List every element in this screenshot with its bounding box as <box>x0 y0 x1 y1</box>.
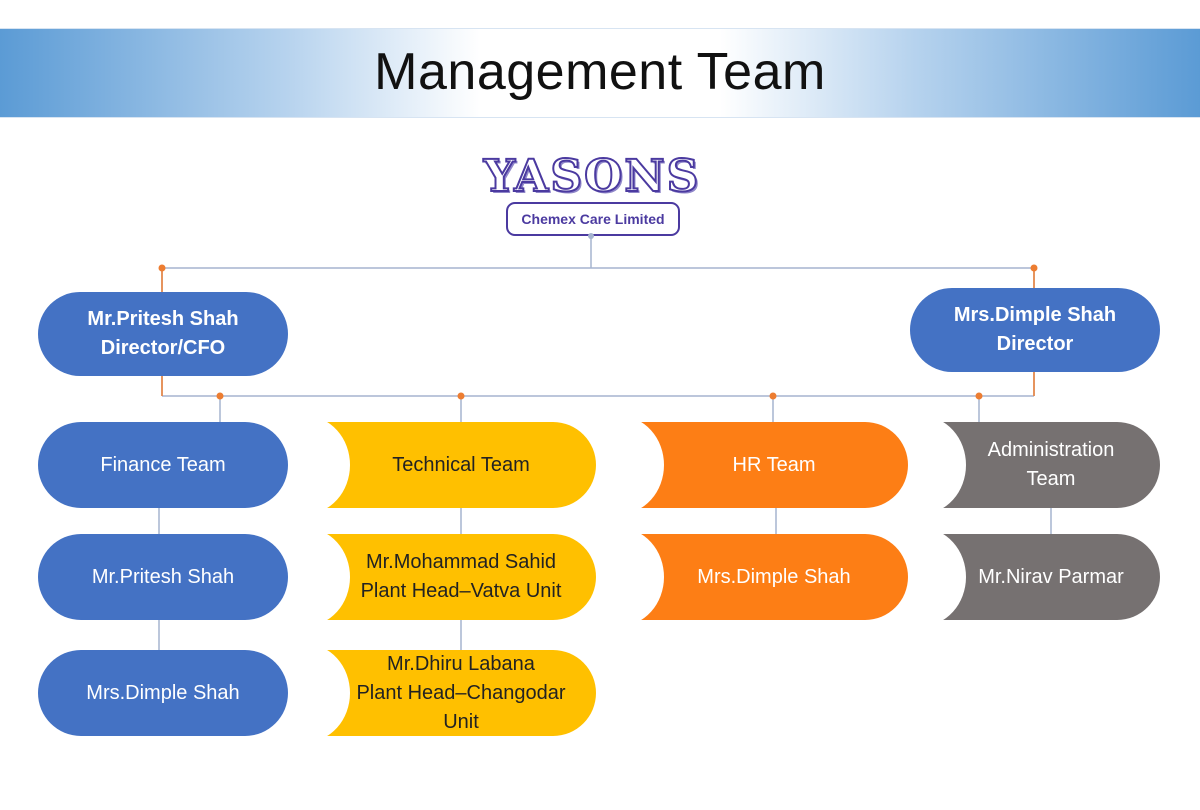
finance-member-node: Mr.Pritesh Shah <box>38 534 288 620</box>
team-label: HR Team <box>732 453 816 476</box>
member-label: Mr.Nirav Parmar <box>978 565 1124 588</box>
director-name: Mrs.Dimple Shah <box>953 304 1117 326</box>
finance-member-node: Mrs.Dimple Shah <box>38 650 288 736</box>
hr-member-node: Mrs.Dimple Shah <box>640 534 908 620</box>
page-title: Management Team <box>374 43 826 101</box>
administration-member-node: Mr.Nirav Parmar <box>942 534 1160 620</box>
director-role: Director <box>996 333 1074 355</box>
director-role: Director/CFO <box>100 337 226 359</box>
director-name: Mr.Pritesh Shah <box>87 308 239 330</box>
technical-member-node: Mr.Dhiru Labana Plant Head–Changodar Uni… <box>326 650 596 736</box>
technical-team-node: Technical Team <box>326 422 596 508</box>
member-label: Mr.Pritesh Shah <box>91 565 235 588</box>
technical-member-node: Mr.Mohammad Sahid Plant Head–Vatva Unit <box>326 534 596 620</box>
member-label: Mr.Dhiru Labana Plant Head–Changodar Uni… <box>356 652 566 733</box>
administration-team-node: Administration Team <box>942 422 1160 508</box>
hr-team-node: HR Team <box>640 422 908 508</box>
finance-team-node: Finance Team <box>38 422 288 508</box>
team-label: Finance Team <box>100 453 226 476</box>
member-label: Mr.Mohammad Sahid Plant Head–Vatva Unit <box>360 551 562 602</box>
member-label: Mrs.Dimple Shah <box>697 565 851 588</box>
team-label: Technical Team <box>392 453 530 476</box>
logo-wordmark: YASONS <box>483 150 701 203</box>
member-label: Mrs.Dimple Shah <box>86 681 240 704</box>
team-label: Administration Team <box>987 439 1115 490</box>
title-banner <box>0 28 1200 118</box>
